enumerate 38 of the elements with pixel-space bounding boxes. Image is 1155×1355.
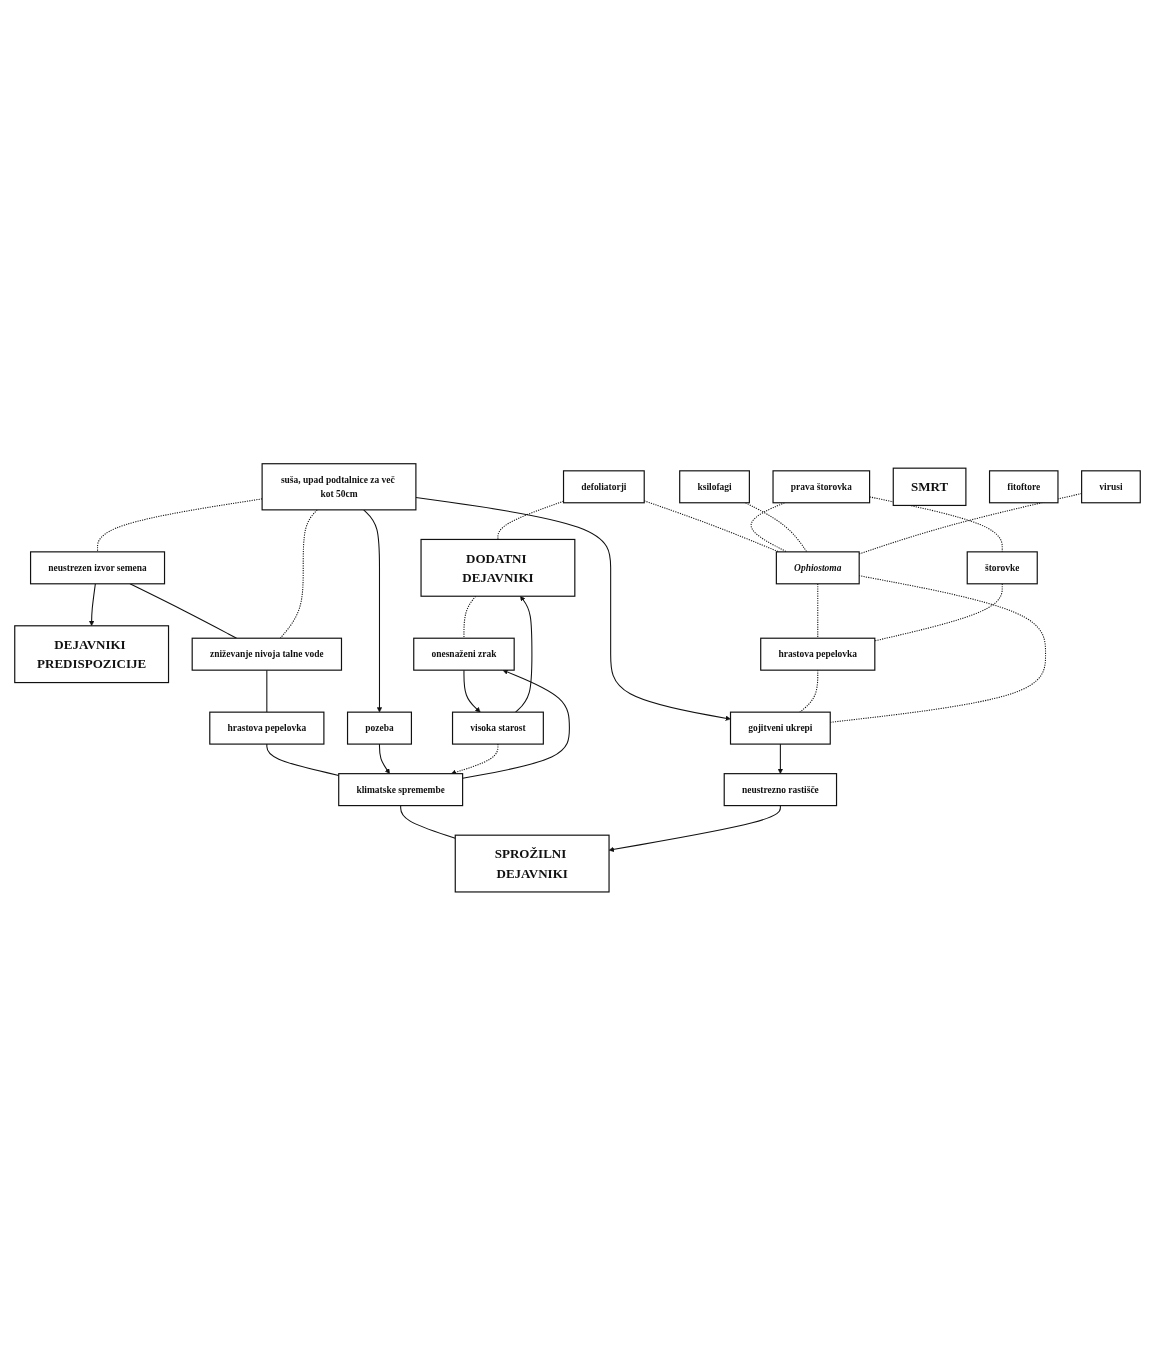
node-box: DODATNI DEJAVNIKI [420,538,576,597]
connector [279,509,318,639]
node-box: onesnaženi zrak [413,637,515,671]
node-box: neustrezno rastišče [723,772,838,806]
node-box: prava štorovka [772,469,871,503]
connector [97,498,263,553]
connector [745,501,808,553]
node-box: ksilofagi [679,469,750,503]
connector [266,669,268,713]
node-box: štorovke [966,550,1038,585]
node-box: SMRT [892,467,967,506]
node-box: hrastova pepelovka [209,711,325,745]
arrow [450,743,499,775]
node-box: suša, upad podtalnice za več kot 50cm [261,462,417,511]
connector [497,500,565,540]
arrow [378,743,390,774]
node-box: gojitveni ukrepi [729,711,831,745]
arrow [415,496,731,721]
connector [799,669,819,713]
arrow [89,582,96,626]
node-box: zniževanje nivoja talne vode [191,637,343,671]
connector [400,804,456,839]
node-box: virusi [1081,469,1141,503]
node-box: klimatske spremembe [338,772,464,806]
node-box: Ophiostoma [775,550,860,585]
arrow [363,509,383,713]
node-box: defoliatorji [562,469,645,503]
node-box: SPROŽILNI DEJAVNIKI [454,834,610,893]
node-box: hrastova pepelovka [760,637,876,671]
node-box: pozeba [346,711,412,745]
node-box: neustrezen izvor semena [30,550,166,585]
arrow [462,669,570,779]
node-box: fitoftore [988,469,1059,503]
arrow [463,669,481,713]
node-box: visoka starost [451,711,544,745]
node-box: DEJAVNIKI PREDISPOZICIJE [14,624,170,683]
arrow [777,743,783,774]
arrow [515,595,533,713]
